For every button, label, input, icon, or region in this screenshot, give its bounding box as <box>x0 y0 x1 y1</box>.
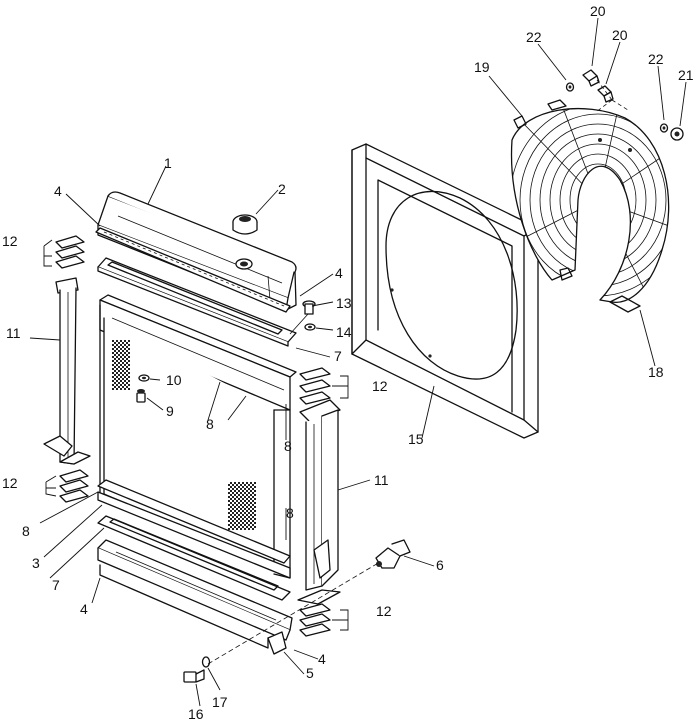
callout-12-upper-left: 12 <box>2 233 18 249</box>
callout-11-right: 11 <box>374 472 389 488</box>
callout-10: 10 <box>166 372 182 388</box>
bolt-9 <box>136 389 146 403</box>
nut-21 <box>670 127 684 141</box>
shim-stack-lower-left <box>59 469 89 503</box>
callout-9: 9 <box>166 403 174 419</box>
upper-tank <box>97 191 297 311</box>
callout-7-bottom: 7 <box>52 577 60 593</box>
callout-19: 19 <box>474 59 490 75</box>
callout-20-lower: 20 <box>612 27 628 43</box>
callout-1: 1 <box>164 155 172 171</box>
side-bracket-right <box>297 399 341 605</box>
fan-shroud-frame <box>351 143 539 439</box>
callout-4-top-right: 4 <box>335 265 343 281</box>
callout-8-center: 8 <box>206 416 214 432</box>
bolt-13 <box>302 300 316 315</box>
drain-valve <box>375 539 411 569</box>
callout-13: 13 <box>336 295 352 311</box>
core-mesh-lower <box>228 482 256 530</box>
callout-8-right-lower: 8 <box>286 505 294 521</box>
lower-seal-plate <box>97 515 291 601</box>
callout-2: 2 <box>278 181 286 197</box>
callout-5: 5 <box>306 665 314 681</box>
callout-4-bottom-right: 4 <box>318 651 326 667</box>
washer-22-upper <box>565 82 575 92</box>
callout-8-right-upper: 8 <box>284 438 292 454</box>
washer-10 <box>138 374 150 382</box>
callout-4-top-left: 4 <box>54 183 62 199</box>
leader-lines <box>29 17 687 707</box>
washer-14 <box>304 323 316 331</box>
callout-8-left: 8 <box>22 523 30 539</box>
callout-16: 16 <box>188 706 204 722</box>
callout-22-left: 22 <box>526 29 542 45</box>
callout-7-top: 7 <box>334 348 342 364</box>
callout-15: 15 <box>408 431 424 447</box>
core-mesh-upper <box>112 340 130 390</box>
bolt-16 <box>183 669 205 683</box>
callout-22-right: 22 <box>648 51 664 67</box>
shim-stack-lower-right <box>299 603 331 637</box>
lower-tank <box>97 539 293 655</box>
upper-gasket <box>95 227 291 313</box>
radiator-cap <box>232 214 258 235</box>
shim-stack-upper-right <box>299 367 331 405</box>
callout-12-lower-left: 12 <box>2 475 18 491</box>
bolt-20-upper <box>582 69 600 87</box>
washer-22-lower <box>659 123 669 133</box>
radiator-core <box>97 294 297 579</box>
callout-11-left: 11 <box>6 325 21 341</box>
bolt-20-lower <box>597 85 614 103</box>
callout-21: 21 <box>678 67 694 83</box>
washer-17 <box>201 656 211 668</box>
callout-12-lower-right: 12 <box>376 603 392 619</box>
upper-seal-plate <box>97 257 297 347</box>
callout-18: 18 <box>648 364 664 380</box>
callout-14: 14 <box>336 324 352 340</box>
callout-6: 6 <box>436 557 444 573</box>
callout-12-upper-right: 12 <box>372 378 388 394</box>
callout-20-upper: 20 <box>590 3 606 19</box>
side-bracket-left <box>43 277 91 465</box>
callout-17: 17 <box>212 694 228 710</box>
callout-3: 3 <box>32 555 40 571</box>
shim-stack-upper-left <box>55 235 85 269</box>
callout-labels: 1 2 3 4 4 4 4 5 6 7 7 8 8 8 8 9 10 11 11… <box>2 3 694 722</box>
callout-4-bottom-left: 4 <box>80 601 88 617</box>
